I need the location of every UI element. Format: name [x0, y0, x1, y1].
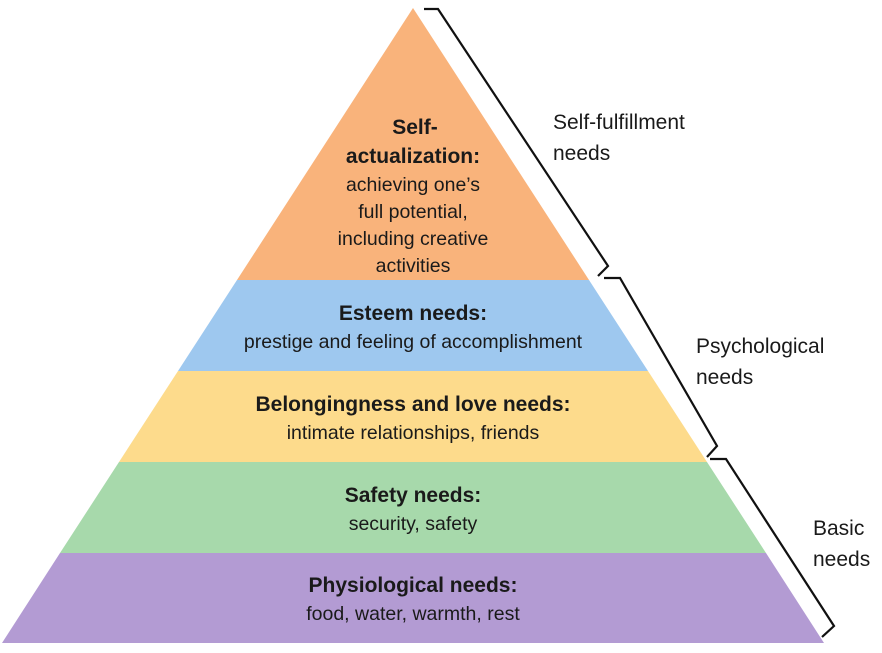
tier-esteem-band	[178, 280, 648, 371]
group-self-fulfillment: Self-fulfillment needs	[553, 111, 685, 165]
group-basic-label-line: Basic	[813, 517, 864, 540]
tier-safety: Safety needs: security, safety	[345, 484, 482, 535]
group-self-fulfillment-label-line: needs	[553, 142, 610, 165]
pyramid	[2, 8, 824, 643]
tier-physiological-desc: food, water, warmth, rest	[306, 603, 520, 625]
group-basic: Basic needs	[813, 517, 870, 571]
tier-belonging: Belongingness and love needs: intimate r…	[255, 393, 570, 444]
tier-esteem: Esteem needs: prestige and feeling of ac…	[244, 302, 583, 353]
bracket-basic	[710, 457, 836, 638]
tier-physiological-band	[2, 553, 824, 643]
bracket-self-fulfillment	[424, 7, 610, 277]
group-psychological-label-line: Psychological	[696, 335, 824, 358]
group-self-fulfillment-label-line: Self-fulfillment	[553, 111, 685, 134]
tier-physiological-title: Physiological needs:	[309, 574, 518, 597]
brackets	[424, 7, 836, 638]
tier-safety-title: Safety needs:	[345, 484, 482, 507]
tier-self-actualization-title-line: actualization:	[346, 145, 480, 168]
tier-self-actualization: Self- actualization: achieving one’s ful…	[338, 116, 489, 277]
group-basic-label-line: needs	[813, 548, 870, 571]
tier-self-actualization-desc-line: activities	[376, 255, 451, 277]
tier-belonging-band	[119, 371, 707, 462]
tier-self-actualization-desc-line: achieving one’s	[346, 174, 480, 196]
tier-esteem-title: Esteem needs:	[339, 302, 487, 325]
tier-self-actualization-band	[237, 8, 589, 280]
tier-belonging-title: Belongingness and love needs:	[255, 393, 570, 416]
tier-self-actualization-desc-line: full potential,	[358, 201, 468, 223]
group-psychological-label-line: needs	[696, 366, 753, 389]
tier-safety-desc: security, safety	[349, 513, 478, 535]
tier-physiological: Physiological needs: food, water, warmth…	[306, 574, 520, 625]
tier-self-actualization-title-line: Self-	[392, 116, 438, 139]
tier-self-actualization-desc-line: including creative	[338, 228, 489, 250]
tier-esteem-desc: prestige and feeling of accomplishment	[244, 331, 583, 353]
tier-safety-band	[60, 462, 766, 553]
group-psychological: Psychological needs	[696, 335, 824, 389]
tier-belonging-desc: intimate relationships, friends	[287, 422, 540, 444]
bracket-psychological	[604, 276, 719, 458]
